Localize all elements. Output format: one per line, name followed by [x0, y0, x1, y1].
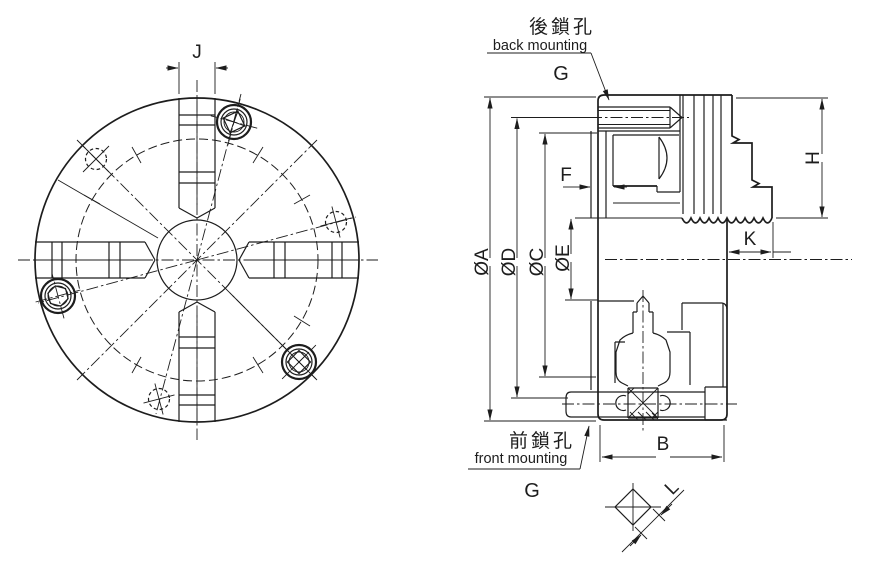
dim-j: J	[166, 42, 228, 94]
body-outline	[597, 94, 773, 421]
dim-b: B	[599, 425, 725, 462]
front-mounting-ref-g: G	[524, 480, 540, 502]
mounting-hole-right	[320, 206, 352, 238]
dim-label-f: F	[560, 165, 572, 186]
jaw-block-lines	[679, 95, 722, 214]
dim-h: H	[736, 97, 828, 219]
front-mounting-leader	[579, 425, 590, 470]
dim-dia-a: ØA	[472, 96, 596, 422]
section-trace-lines	[57, 179, 287, 350]
front-mounting-annotation: 前鎖孔 front mounting G	[468, 425, 590, 502]
back-mounting-ref-g: G	[553, 63, 569, 85]
back-mounting-annotation: 後鎖孔 back mounting G	[487, 16, 610, 101]
body-interior-lower	[565, 299, 728, 390]
center-bore	[156, 219, 238, 301]
pinion-socket-bottom-right	[280, 343, 318, 381]
dim-dia-e: ØE	[553, 218, 574, 300]
dim-label-dia-a: ØA	[472, 248, 493, 276]
bolt-circle-ticks	[83, 146, 311, 374]
side-section-view: ØA ØD ØC ØE F	[472, 94, 852, 462]
dim-f: F	[560, 165, 627, 190]
mounting-hole-top-left	[82, 145, 110, 173]
jaw-slot-top	[178, 98, 216, 219]
back-mounting-label-zh: 後鎖孔	[529, 16, 595, 38]
key-detail: L	[605, 477, 685, 553]
pinion-socket-top	[210, 98, 258, 146]
dim-label-l: L	[661, 477, 683, 499]
dim-k: K	[728, 222, 791, 258]
back-mounting-leader	[590, 52, 610, 101]
back-mounting-label-en: back mounting	[493, 38, 587, 54]
dim-dia-d: ØD	[499, 117, 592, 399]
dim-label-dia-c: ØC	[527, 248, 548, 277]
dim-dia-c: ØC	[527, 132, 597, 378]
front-view-centerlines	[18, 80, 378, 440]
jaw-slot-bottom	[178, 301, 216, 422]
dim-label-dia-e: ØE	[553, 244, 574, 271]
dim-label-k: K	[744, 229, 757, 250]
body-interior-upper	[575, 130, 682, 219]
front-mounting-bolt-row	[565, 386, 727, 421]
front-mounting-label-zh: 前鎖孔	[509, 430, 575, 452]
dim-label-dia-d: ØD	[499, 248, 520, 277]
front-mounting-label-en: front mounting	[475, 451, 568, 467]
pinion-socket-left	[35, 273, 81, 319]
dim-label-j: J	[192, 42, 202, 63]
dim-label-h: H	[803, 151, 824, 165]
jaw-slot-right	[238, 241, 359, 279]
mounting-hole-bottom	[143, 383, 175, 415]
front-view: J	[18, 42, 378, 440]
back-mounting-stud	[598, 106, 683, 129]
jaw-slot-left	[35, 241, 156, 279]
bevel-pinion-section	[615, 295, 671, 387]
dim-label-b: B	[657, 434, 670, 455]
